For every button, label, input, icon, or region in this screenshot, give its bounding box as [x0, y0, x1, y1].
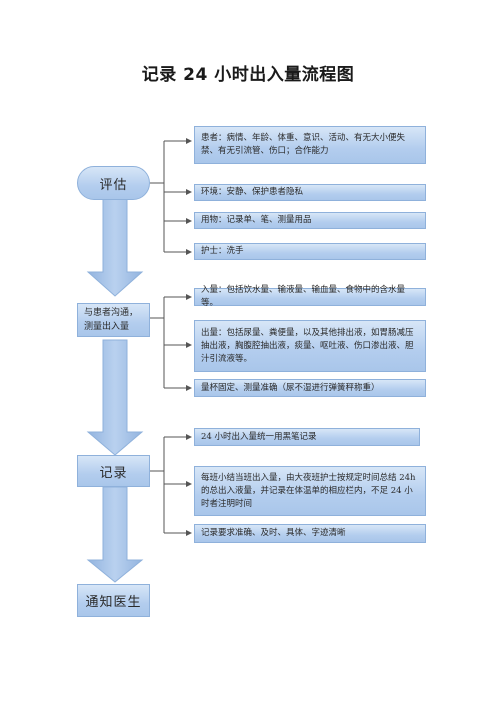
connector-group-1: [150, 138, 192, 255]
detail-shift-summary: 每班小结当班出入量，由大夜班护士按规定时间总结 24h 的总出入液量，并记录在体…: [194, 466, 426, 516]
detail-nurse: 护士：洗手: [194, 243, 426, 260]
step-record: 记录: [77, 455, 150, 487]
connector-group-3: [150, 434, 192, 536]
detail-supplies: 用物：记录单、笔、测量用品: [194, 212, 426, 229]
step-notify-doctor-label: 通知医生: [85, 595, 142, 610]
flow-arrow-3: [86, 486, 144, 583]
step-communicate-measure-label: 与患者沟通，测量出入量: [84, 308, 139, 332]
step-notify-doctor: 通知医生: [77, 584, 150, 617]
detail-record-requirements: 记录要求准确、及时、具体、字迹清晰: [194, 524, 426, 543]
step-assess: 评估: [77, 166, 150, 200]
connector-group-2: [150, 294, 192, 391]
step-communicate-measure: 与患者沟通，测量出入量: [77, 303, 150, 337]
step-record-label: 记录: [99, 465, 128, 481]
page-title: 记录 24 小时出入量流程图: [141, 65, 355, 85]
flow-arrow-1: [86, 197, 144, 297]
detail-patient: 患者：病情、年龄、体重、意识、活动、有无大小便失禁、有无引流管、伤口；合作能力: [194, 126, 426, 164]
flow-arrow-2: [86, 339, 144, 456]
detail-intake: 入量：包括饮水量、输液量、输血量、食物中的含水量等。: [194, 285, 426, 308]
detail-black-pen: 24 小时出入量统一用黑笔记录: [194, 428, 420, 446]
step-assess-label: 评估: [99, 177, 128, 193]
detail-measuring-cup: 量杯固定、测量准确（尿不湿进行弹簧秤称重）: [194, 379, 426, 397]
detail-output: 出量：包括尿量、粪便量，以及其他排出液，如胃肠减压抽出液，胸腹腔抽出液，痰量、呕…: [194, 320, 426, 372]
detail-environment: 环境：安静、保护患者隐私: [194, 184, 426, 201]
